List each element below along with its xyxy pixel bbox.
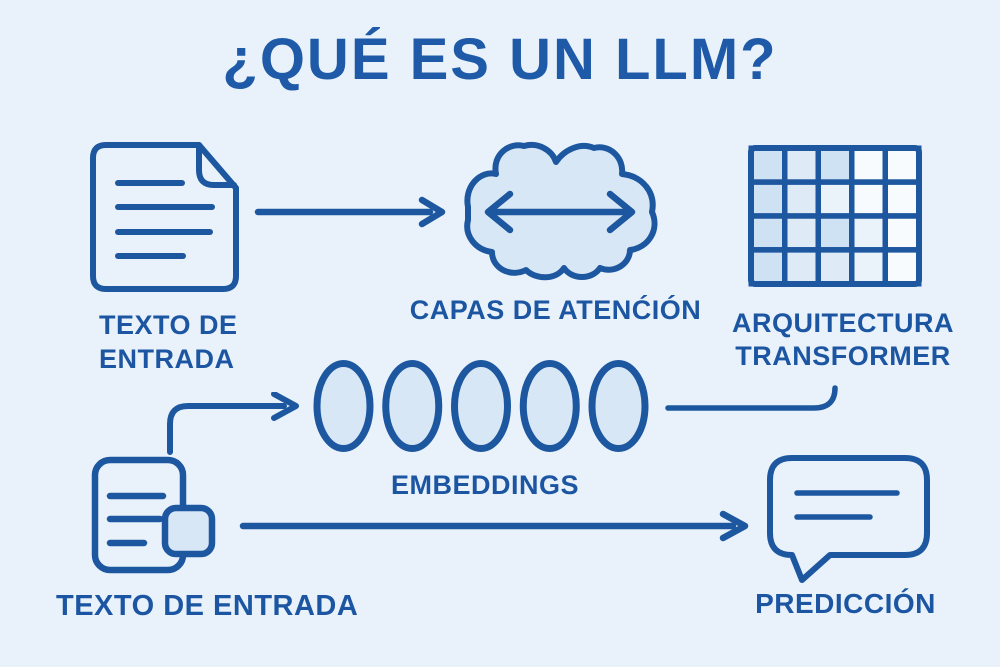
- label-line: TRANSFORMER: [735, 341, 951, 371]
- embedding-oval: [519, 360, 580, 452]
- grid-cell: [882, 179, 922, 219]
- grid-cell: [815, 145, 855, 185]
- grid-cell: [748, 179, 788, 219]
- label-input-text-top: TEXTO DE ENTRADA: [99, 308, 238, 376]
- arrow-right-icon: [239, 510, 749, 542]
- transformer-grid-icon: [748, 145, 922, 287]
- copy-square: [161, 504, 216, 558]
- grid-cell: [748, 145, 788, 185]
- bidirectional-arrow-icon: [484, 190, 636, 234]
- arrow-right-icon: [254, 196, 446, 228]
- label-input-text-bottom: TEXTO DE ENTRADA: [56, 590, 359, 622]
- page-title: ¿QUÉ ES UN LLM?: [222, 27, 778, 92]
- label-line: ARQUITECTURA: [732, 308, 954, 338]
- document-icon: [90, 142, 239, 292]
- label-line: ENTRADA: [99, 344, 235, 374]
- embedding-oval: [451, 360, 511, 452]
- grid-cell: [849, 213, 888, 253]
- embedding-oval: [382, 360, 443, 452]
- grid-cell: [782, 213, 821, 253]
- embedding-oval: [313, 360, 374, 452]
- curved-arrow-icon: [167, 392, 299, 455]
- grid-cell: [748, 213, 788, 253]
- label-line: TEXTO DE: [99, 310, 238, 340]
- grid-cell: [849, 179, 888, 219]
- grid-cell: [748, 247, 788, 287]
- speech-bubble-icon: [767, 455, 930, 583]
- label-embeddings: EMBEDDINGS: [390, 470, 579, 500]
- document-copy-icon: [91, 456, 216, 574]
- grid-cell: [882, 247, 922, 287]
- grid-cell: [849, 247, 888, 287]
- bubble-text-lines: [794, 490, 900, 520]
- grid-cell: [849, 145, 888, 185]
- grid-cell: [882, 213, 922, 253]
- grid-cell: [782, 179, 821, 219]
- document-text-lines: [106, 492, 167, 547]
- embedding-ovals-icon: [313, 360, 649, 452]
- label-attention: CAPAS DE ATENĆIÓN: [409, 295, 702, 325]
- grid-border: [748, 145, 922, 287]
- grid-cell: [815, 213, 855, 253]
- grid-cell: [882, 145, 922, 185]
- grid-cell: [815, 179, 855, 219]
- embedding-oval: [588, 360, 649, 452]
- connector-transformer-embeddings: [665, 385, 838, 411]
- label-transformer: ARQUITECTURA TRANSFORMER: [718, 307, 968, 373]
- grid-cell: [815, 247, 855, 287]
- attention-cloud-icon: [464, 142, 658, 281]
- grid-cell: [782, 145, 821, 185]
- document-text-lines: [115, 180, 215, 259]
- label-prediction: PREDICCIÓN: [755, 588, 936, 619]
- grid-cell: [782, 247, 821, 287]
